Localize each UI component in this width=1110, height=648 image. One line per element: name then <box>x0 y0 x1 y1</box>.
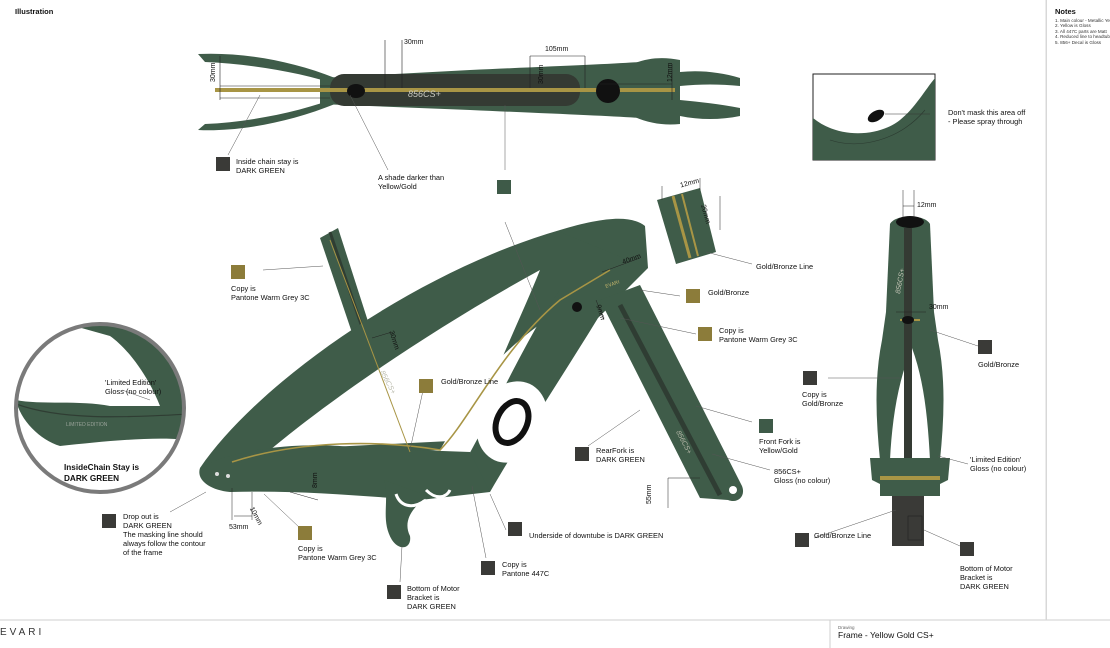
callout-gold-bronze-line: Gold/Bronze Line <box>441 377 499 386</box>
colour-swatch <box>231 265 245 279</box>
colour-swatch <box>698 327 712 341</box>
colour-swatch <box>481 561 495 575</box>
colour-swatch <box>102 514 116 528</box>
dim-label: 30mm <box>404 39 424 46</box>
colour-swatch <box>795 533 809 547</box>
frame-brand-decal: EVARI <box>605 279 621 290</box>
colour-swatch <box>508 522 522 536</box>
note-item: 1. Main colour - Metallic Ye <box>1055 18 1110 23</box>
colour-swatch <box>216 157 230 171</box>
colour-swatch <box>497 180 511 194</box>
page-title: Illustration <box>15 7 54 16</box>
callout-gold-bronze: Gold/Bronze <box>708 288 750 297</box>
footer-brand: EVARI <box>0 627 45 638</box>
fork-decal: 856CS+ <box>895 268 906 294</box>
callout-decal-gloss: 856CS+Gloss (no colour) <box>774 467 831 485</box>
colour-swatch <box>419 379 433 393</box>
footer-drawing-label: Drawing <box>838 625 855 630</box>
limited-edition-decal: LIMITED EDITION <box>66 422 108 428</box>
colour-swatch <box>803 371 817 385</box>
dim-label: 30mm <box>210 62 217 82</box>
colour-swatch <box>298 526 312 540</box>
note-item: 2. Yellow is Gloss <box>1055 23 1091 29</box>
callout-gold-bronze-line: Gold/Bronze Line <box>814 531 872 540</box>
dim-label: 12mm <box>667 62 674 82</box>
note-item: 5. 856+ Decal is Gloss <box>1055 39 1102 45</box>
notes-panel: Notes 1. Main colour - Metallic Ye 2. Ye… <box>1046 0 1110 620</box>
dim-label: 30mm <box>538 64 545 84</box>
colour-swatch <box>978 340 992 354</box>
callout-dont-mask: Don't mask this area off- Please spray t… <box>948 108 1026 126</box>
top-view-frame: 856CS+ <box>198 40 740 171</box>
note-item: 4. Reduced line to headtub <box>1055 34 1110 40</box>
dim-label: 53mm <box>229 524 249 531</box>
callout-limited-edition: 'Limited Edition'Gloss (no colour) <box>105 378 162 396</box>
colour-swatch <box>960 542 974 556</box>
magnifier-detail: LIMITED EDITION <box>14 322 186 494</box>
dim-label: 105mm <box>545 46 569 53</box>
callout-gold-bronze: Gold/Bronze <box>978 360 1020 369</box>
mask-detail-inset <box>812 73 936 161</box>
notes-list: 1. Main colour - Metallic Ye 2. Yellow i… <box>1055 18 1110 45</box>
callout-gold-bronze-line: Gold/Bronze Line <box>756 262 814 271</box>
callout-limited-edition: 'Limited Edition'Gloss (no colour) <box>970 455 1027 473</box>
dim-label: 8mm <box>312 472 319 488</box>
colour-swatch <box>387 585 401 599</box>
dim-label: 12mm <box>917 202 937 209</box>
colour-swatch <box>686 289 700 303</box>
dim-label: 55mm <box>646 484 653 504</box>
callout-underside-downtube: Underside of downtube is DARK GREEN <box>529 531 664 540</box>
footer-drawing-title: Frame - Yellow Gold CS+ <box>838 630 934 640</box>
colour-swatch <box>575 447 589 461</box>
note-item: 3. All 447C parts are Matt <box>1055 28 1107 34</box>
notes-title: Notes <box>1055 7 1076 16</box>
top-logo-decal: 856CS+ <box>408 89 441 99</box>
tube-detail-inset <box>657 178 753 265</box>
colour-swatch <box>759 419 773 433</box>
dim-label: 30mm <box>929 304 949 311</box>
main-frame-side: 856CS+ 856CS+ EVARI <box>169 218 771 583</box>
front-view-fork: 856CS+ <box>813 190 979 547</box>
